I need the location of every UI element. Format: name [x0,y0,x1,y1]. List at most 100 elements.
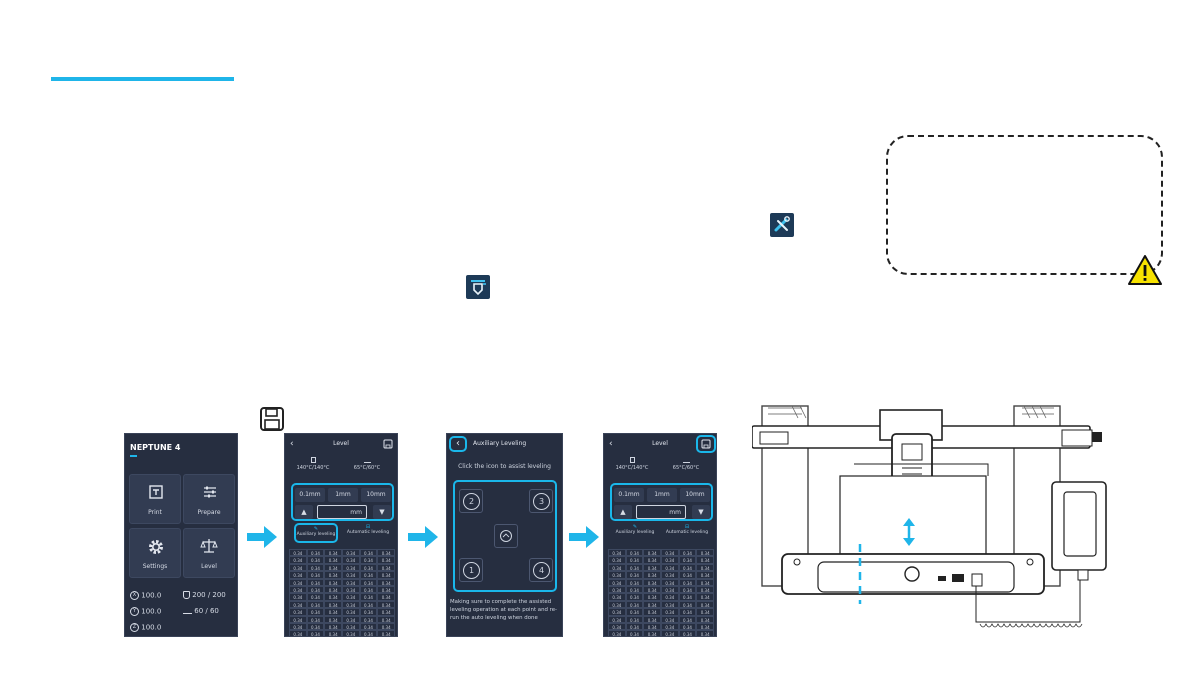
save-button[interactable] [696,435,716,453]
mesh-grid-cell: 0.34 [678,608,697,616]
offset-input[interactable]: mm [317,505,367,519]
mesh-grid-cell: 0.34 [324,608,342,616]
x-axis-icon: X [130,591,139,600]
mesh-grid-cell: 0.34 [341,549,360,557]
nozzle-temp-readout: 140°C/140°C [293,457,333,471]
auxiliary-leveling-button[interactable]: ✎ Auxiliary leveling [613,523,657,543]
mesh-grid-cell: 0.34 [324,549,342,557]
mesh-grid-cell: 0.34 [289,608,307,616]
nozzle-temperature: 200 / 200 [183,591,226,599]
back-chevron-icon[interactable]: ‹ [449,436,467,452]
mesh-grid-cell: 0.34 [359,556,378,564]
mesh-grid-cell: 0.34 [324,585,342,594]
mesh-grid-cell: 0.34 [696,600,714,609]
automatic-leveling-button[interactable]: ⊟ Automatic leveling [343,523,393,543]
mesh-grid-cell: 0.34 [324,622,342,631]
aux-leveling-screen-panel: ‹ Auxiliary Leveling Click the icon to a… [446,433,563,637]
leveling-points-area: 2 3 1 4 [453,480,557,592]
level-title: Level [652,440,668,447]
back-chevron-icon[interactable]: ‹ [609,439,613,449]
bed-temperature: 60 / 60 [183,607,219,615]
mesh-grid-cell: 0.34 [359,578,378,586]
aux-instruction: Click the icon to assist leveling [458,463,551,470]
mesh-grid-cell: 0.34 [341,608,360,616]
mesh-grid-cell: 0.34 [341,615,360,623]
mesh-grid-cell: 0.34 [643,622,661,631]
mesh-grid-cell: 0.34 [696,585,714,594]
save-icon[interactable] [383,439,393,449]
tile-level[interactable]: Level [183,528,235,578]
mesh-grid-cell: 0.34 [306,585,325,594]
mesh-grid-cell: 0.34 [306,578,325,586]
heated-bed-icon [363,457,371,463]
point-4-button[interactable]: 4 [529,558,553,582]
mesh-grid-cell: 0.34 [625,556,644,564]
center-point-button[interactable] [494,524,518,548]
z-up-button[interactable]: ▲ [614,505,632,519]
mesh-grid-cell: 0.34 [608,556,626,564]
tile-prepare[interactable]: Prepare [183,474,235,524]
save-icon [701,439,711,449]
mesh-grid-cell: 0.34 [660,549,679,557]
back-chevron-icon[interactable]: ‹ [290,439,294,449]
step-10mm-button[interactable]: 10mm [680,488,710,502]
mesh-grid-cell: 0.34 [377,608,395,616]
step-0-1mm-button[interactable]: 0.1mm [614,488,644,502]
mesh-grid-cell: 0.34 [289,563,307,572]
mesh-grid-cell: 0.34 [625,615,644,623]
z-down-button[interactable]: ▼ [373,505,391,519]
point-2-button[interactable]: 2 [459,489,483,513]
mesh-grid-cell: 0.34 [359,549,378,557]
printer-illustration [752,405,1107,628]
mesh-grid-cell: 0.34 [625,600,644,609]
bed-temp-value: 65°C/60°C [353,465,381,471]
arrow-right-icon [569,526,599,548]
nozzle-temp-readout: 140°C/140°C [612,457,652,471]
mesh-grid-cell: 0.34 [289,630,307,636]
step-1mm-button[interactable]: 1mm [328,488,358,502]
auxiliary-leveling-button[interactable]: ✎ Auxiliary leveling [294,523,338,543]
mesh-grid-cell: 0.34 [643,556,661,564]
step-10mm-button[interactable]: 10mm [361,488,391,502]
mesh-grid-cell: 0.34 [678,593,697,601]
mesh-grid-cell: 0.34 [289,600,307,609]
mesh-grid-cell: 0.34 [625,549,644,557]
mesh-grid-cell: 0.34 [660,630,679,636]
point-3-label: 3 [533,493,550,510]
mesh-grid-cell: 0.34 [643,593,661,601]
automatic-leveling-button[interactable]: ⊟ Automatic leveling [662,523,712,543]
heated-bed-icon [183,608,192,614]
pencil-icon: ✎ [313,526,319,532]
mesh-grid-cell: 0.34 [678,585,697,594]
offset-input[interactable]: mm [636,505,686,519]
save-icon [260,407,284,431]
mesh-grid-cell: 0.34 [696,630,714,636]
mesh-grid-cell: 0.34 [625,585,644,594]
mesh-grid-cell: 0.34 [696,578,714,586]
mesh-grid-cell: 0.34 [696,549,714,557]
nozzle-icon [310,457,316,463]
z-coordinate: Z 100.0 [130,623,161,632]
mesh-grid-cell: 0.34 [377,585,395,594]
mesh-grid-cell: 0.34 [625,563,644,572]
y-axis-icon: Y [130,607,139,616]
warning-note-box [886,135,1163,275]
z-up-button[interactable]: ▲ [295,505,313,519]
mesh-grid-cell: 0.34 [660,585,679,594]
tile-settings[interactable]: Settings [129,528,181,578]
z-down-button[interactable]: ▼ [692,505,710,519]
mesh-grid-cell: 0.34 [608,563,626,572]
point-3-button[interactable]: 3 [529,489,553,513]
point-1-button[interactable]: 1 [459,558,483,582]
mesh-grid-cell: 0.34 [608,549,626,557]
z-axis-icon: Z [130,623,139,632]
step-1mm-button[interactable]: 1mm [647,488,677,502]
mesh-grid-cell: 0.34 [660,615,679,623]
mesh-grid-cell: 0.34 [377,571,395,579]
mesh-grid-cell: 0.34 [359,608,378,616]
mesh-grid-cell: 0.34 [625,622,644,631]
mesh-grid-cell: 0.34 [625,578,644,586]
tile-print[interactable]: Print [129,474,181,524]
step-0-1mm-button[interactable]: 0.1mm [295,488,325,502]
